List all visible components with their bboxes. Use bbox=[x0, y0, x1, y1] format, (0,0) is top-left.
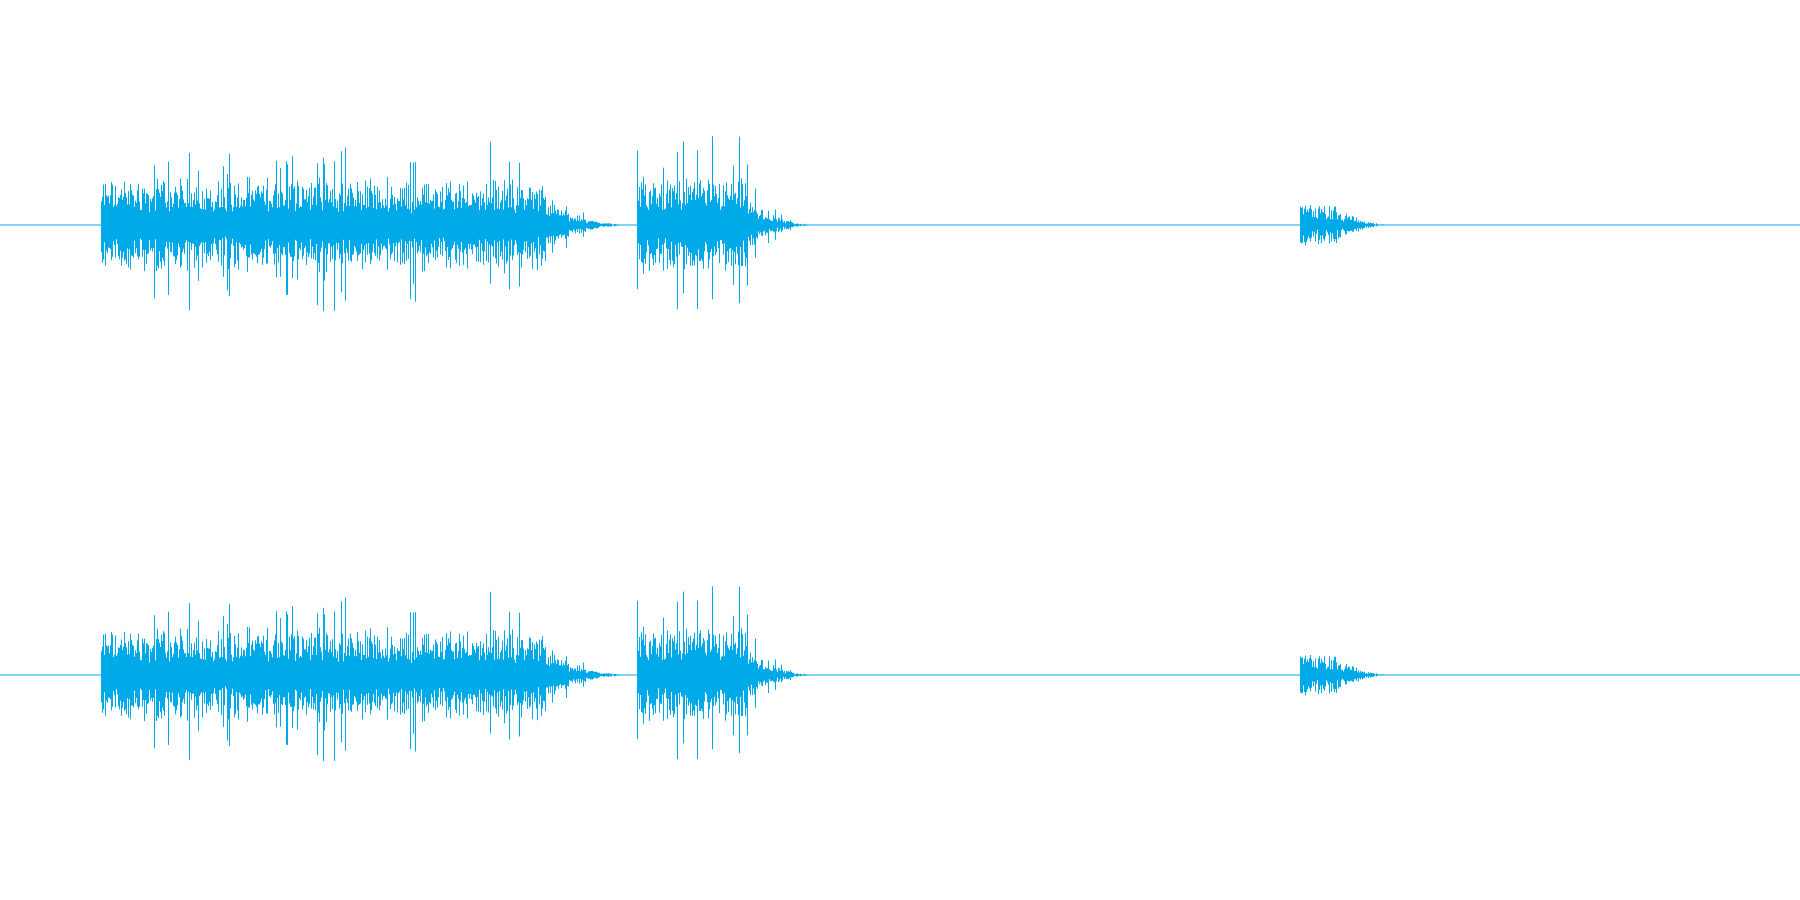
waveform-channel-2 bbox=[0, 586, 1800, 762]
waveform-channel-1 bbox=[0, 136, 1800, 312]
waveform-samples bbox=[101, 586, 1392, 762]
waveform-samples bbox=[101, 136, 1392, 312]
